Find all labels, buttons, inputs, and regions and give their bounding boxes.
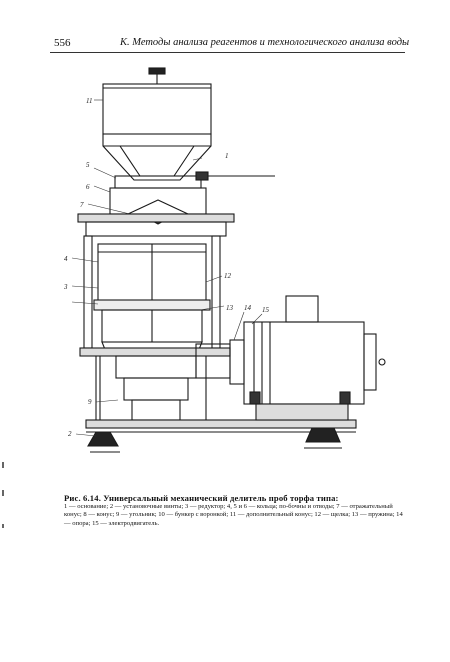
- part-label: 15: [262, 306, 270, 314]
- part-label: 7: [80, 201, 84, 209]
- part-label: 14: [244, 304, 252, 312]
- running-head: К. Методы анализа реагентов и технологич…: [120, 37, 410, 48]
- figure-caption: Рис. 6.14. Универсальный механический де…: [64, 494, 406, 528]
- part-label: 6: [86, 183, 90, 191]
- caption-title: Рис. 6.14. Универсальный механический де…: [64, 493, 339, 503]
- margin-mark: [2, 462, 4, 468]
- margin-mark: [2, 490, 4, 496]
- page-number: 556: [54, 37, 71, 49]
- part-label: 3: [63, 283, 68, 291]
- part-label: 1: [225, 152, 229, 160]
- part-label: 5: [86, 161, 90, 169]
- part-label: 12: [224, 272, 232, 280]
- part-label: 2: [68, 430, 72, 438]
- header-rule: [50, 52, 405, 53]
- part-label: 13: [226, 304, 234, 312]
- part-label: 11: [86, 97, 92, 105]
- caption-text: 1 — основание; 2 — установочные винты; 3…: [64, 502, 403, 527]
- part-label: 4: [64, 255, 68, 263]
- part-label: 9: [88, 398, 92, 406]
- margin-mark: [2, 524, 4, 528]
